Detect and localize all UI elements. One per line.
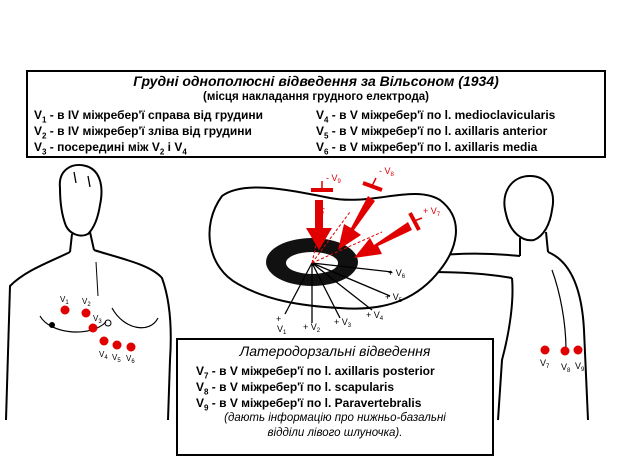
back-label-v9: V9 [575,361,585,373]
back-label-v7: V7 [540,358,550,370]
back-electrodes [540,345,583,356]
chest-electrodes [60,305,136,352]
heart-label-v2: + V2 [303,322,321,334]
lead-v5-description: V5 - в V міжребер'ї по l. axillaris ante… [316,124,548,141]
lead-v4-description: V4 - в V міжребер'ї по l. medioclavicula… [316,108,556,125]
back-label-v8: V8 [561,362,571,374]
lead-v8-description: V8 - в V міжребер'ї по l. scapularis [196,380,395,397]
heart-label-v9: - V9 [326,173,342,185]
laterodorsal-title: Латеродорзальні відведення [239,343,431,359]
heart-label-v5: + V5 [385,292,403,304]
heart-label-v7: + V7 [423,206,441,218]
laterodorsal-note-line1: (дають інформацію про нижньо-базальні [224,412,446,424]
front-torso-figure [5,164,172,421]
lead-v7-description: V7 - в V міжребер'ї по l. axillaris post… [196,364,435,381]
wilson-leads-subtitle: (місця накладання грудного електрода) [203,91,429,103]
lead-v6-description: V6 - в V міжребер'ї по l. axillaris medi… [316,140,538,157]
chest-label-v6: V6 [126,354,135,365]
wilson-leads-title: Грудні однополюсні відведення за Вільсон… [133,73,499,89]
lead-v3-description: V3 - посередині між V2 і V4 [34,140,187,157]
chest-label-v1: V1 [60,295,69,306]
wilson-leads-box: Грудні однополюсні відведення за Вільсон… [26,70,606,158]
heart-label-v3: + V3 [334,317,352,329]
heart-cross-section: - V9 - V8 + V7 + V1 + V2 + V3 + V4 + V5 … [208,166,457,336]
heart-label-v6: + V6 [388,268,406,280]
svg-text:V1: V1 [277,324,287,336]
lead-v9-description: V9 - в V міжребер'ї по l. Paravertebrali… [196,396,422,413]
lead-v1-description: V1 - в IV міжребер'ї справа від грудини [34,108,264,125]
chest-label-v4: V4 [99,350,108,361]
laterodorsal-leads-box: Латеродорзальні відведення V7 - в V міжр… [176,338,494,456]
heart-label-v4: + V4 [366,310,384,322]
laterodorsal-note-line2: відділи лівого шлуночка). [267,427,403,439]
back-torso-figure [409,174,589,421]
chest-label-v5: V5 [112,353,121,364]
chest-label-v3: V3 [93,314,102,325]
heart-label-v8: - V8 [379,166,395,178]
lead-v2-description: V2 - в IV міжребер'ї зліва від грудини [34,124,252,141]
chest-electrode-labels: V1 V2 V3 V4 V5 V6 [60,295,135,365]
back-electrode-labels: V7 V8 V9 [540,358,585,374]
heart-label-v1: + [276,314,281,324]
chest-label-v2: V2 [82,297,91,308]
